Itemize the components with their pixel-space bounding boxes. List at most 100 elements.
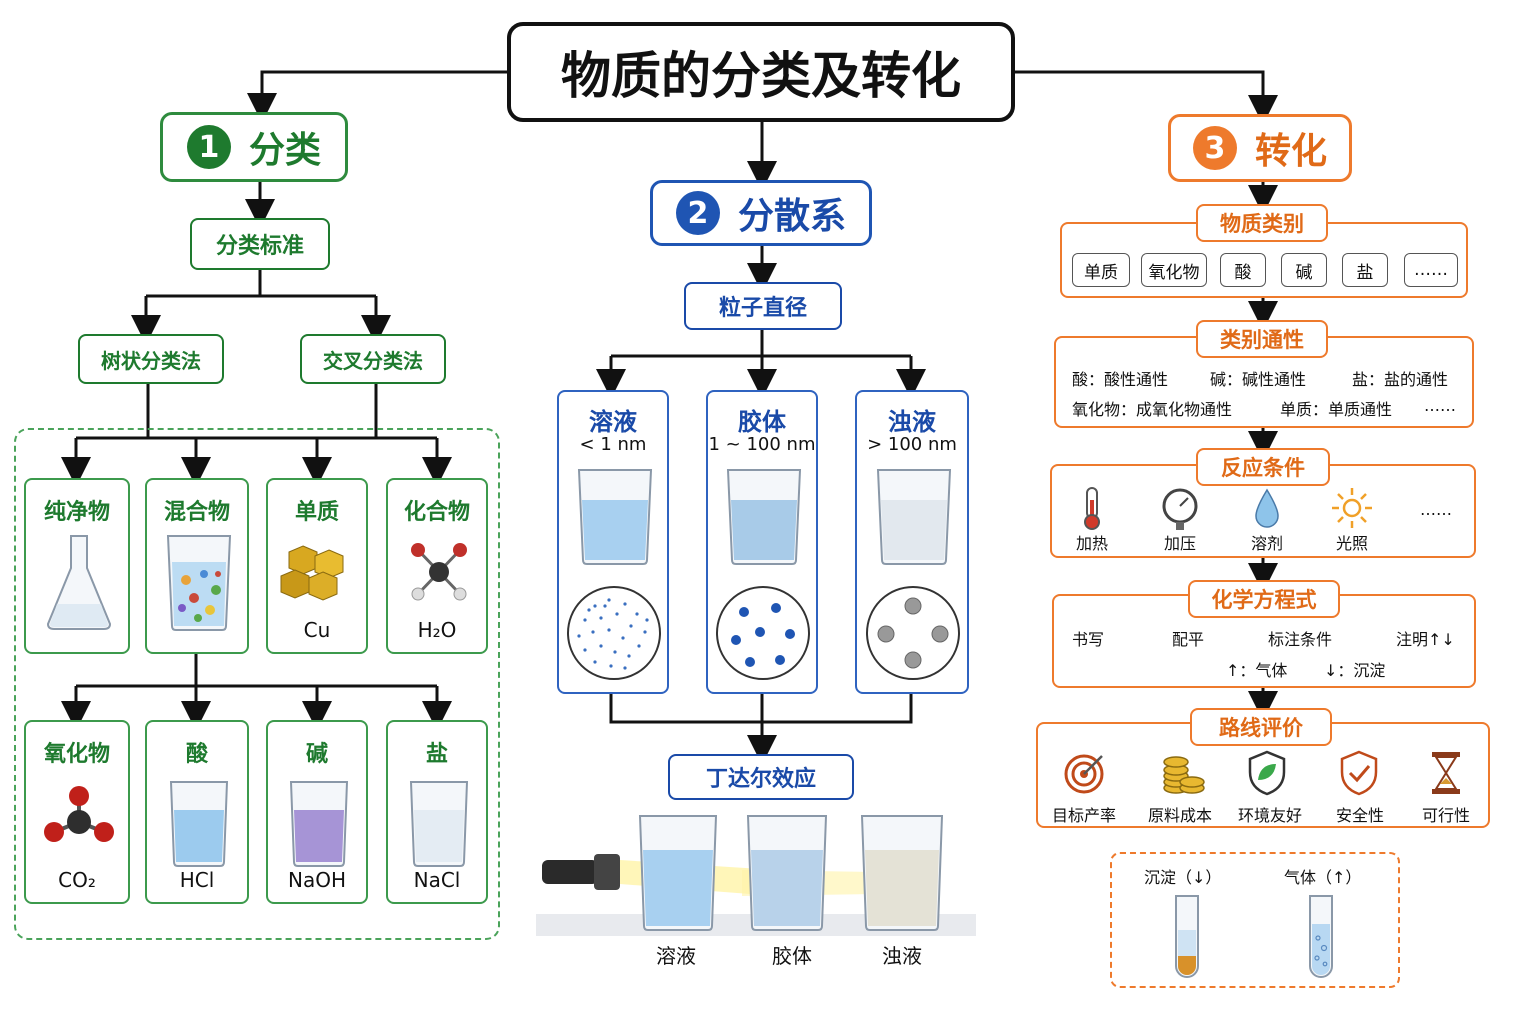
equation-step-mark: 注明↑↓ [1396, 630, 1455, 649]
card-label: 单质 [294, 500, 339, 525]
eco-shield-icon [1248, 750, 1286, 796]
conditions-tag: 反应条件 [1196, 448, 1330, 486]
commonality-salt: 盐：盐的通性 [1352, 370, 1449, 389]
condition-solvent: 溶剂 [1250, 534, 1283, 553]
particles-medium-icon [716, 586, 810, 680]
light-sun-icon [1332, 488, 1372, 528]
classify-standard: 分类标准 [190, 218, 330, 270]
page-title: 物质的分类及转化 [507, 22, 1015, 122]
card-sub: Cu [303, 618, 331, 642]
card-compound: 化合物 H₂O [386, 478, 488, 654]
card-pure: 纯净物 [24, 478, 130, 654]
equation-note-precipitate: ↓：沉淀 [1324, 661, 1386, 680]
card-label: 酸 [185, 742, 208, 767]
chip-oxide: 氧化物 [1141, 253, 1207, 287]
condition-pressure: 加压 [1163, 534, 1196, 553]
route-cost: 原料成本 [1147, 806, 1212, 825]
route-yield: 目标产率 [1051, 806, 1116, 825]
water-molecule-icon [411, 543, 467, 601]
card-label: 碱 [305, 742, 328, 767]
hourglass-icon [1432, 752, 1460, 794]
co2-molecule-icon [44, 786, 114, 842]
beaker-suspension-icon [876, 469, 952, 565]
beaker-mixture-icon [166, 535, 232, 631]
flask-icon [46, 535, 112, 630]
tube-label-precipitate: 沉淀（↓） [1144, 868, 1222, 887]
thermometer-icon [1084, 487, 1100, 530]
card-size: < 1 nm [579, 434, 647, 455]
solvent-drop-icon [1255, 488, 1279, 528]
card-sub: H₂O [417, 618, 457, 642]
section-number: 2 [675, 191, 720, 235]
section-disperse: 2 分散系 [650, 180, 872, 246]
card-acid: 酸 HCl [145, 720, 249, 904]
commonality-base: 碱：碱性通性 [1210, 370, 1307, 389]
commonality-oxide: 氧化物：成氧化物通性 [1072, 400, 1233, 419]
card-size: 1 ~ 100 nm [708, 434, 816, 455]
commonality-element: 单质：单质通性 [1280, 400, 1393, 419]
beaker-salt-icon [409, 781, 469, 867]
equation-note-gas: ↑：气体 [1226, 661, 1288, 680]
card-label: 盐 [425, 742, 448, 767]
card-size: > 100 nm [867, 434, 957, 455]
section-number: 1 [186, 125, 231, 169]
card-label: 纯净物 [43, 500, 110, 525]
tyndall-effect: 丁达尔效应 [668, 754, 854, 800]
tyndall-label-solution: 溶液 [656, 944, 696, 968]
method-tree: 树状分类法 [78, 334, 224, 384]
card-label: 胶体 [738, 408, 786, 436]
pressure-gauge-icon [1162, 488, 1198, 530]
card-suspension: 浊液 > 100 nm [855, 390, 969, 694]
beaker-solution-icon [577, 469, 653, 565]
tubes-panel [1110, 852, 1400, 988]
condition-more: …… [1420, 500, 1452, 519]
chip-element: 单质 [1072, 253, 1130, 287]
card-element: 单质 Cu [266, 478, 368, 654]
beaker-acid-icon [169, 781, 229, 867]
route-feasibility: 可行性 [1421, 806, 1470, 825]
method-cross: 交叉分类法 [300, 334, 446, 384]
tube-gas-icon [1309, 895, 1333, 978]
card-sub: NaOH [288, 868, 346, 892]
commonality-tag: 类别通性 [1196, 320, 1328, 358]
condition-heat: 加热 [1075, 534, 1108, 553]
equation-tag: 化学方程式 [1188, 580, 1340, 618]
commonality-more: …… [1424, 396, 1456, 415]
chip-base: 碱 [1281, 253, 1327, 287]
card-label: 混合物 [163, 500, 230, 525]
card-solution: 溶液 < 1 nm [557, 390, 669, 694]
card-sub: HCl [179, 868, 215, 892]
chip-acid: 酸 [1220, 253, 1266, 287]
card-salt: 盐 NaCl [386, 720, 488, 904]
section-label: 分类 [248, 130, 321, 171]
equation-step-condition: 标注条件 [1268, 630, 1333, 649]
tyndall-scene-icon [536, 815, 976, 936]
section-classify: 1 分类 [160, 112, 348, 182]
section-number: 3 [1192, 126, 1237, 170]
card-base: 碱 NaOH [266, 720, 368, 904]
card-label: 化合物 [403, 500, 470, 525]
condition-light: 光照 [1335, 534, 1368, 553]
route-safety: 安全性 [1335, 806, 1384, 825]
card-sub: NaCl [413, 868, 461, 892]
chip-more: …… [1404, 253, 1458, 287]
card-colloid: 胶体 1 ~ 100 nm [706, 390, 818, 694]
particle-diameter: 粒子直径 [684, 282, 842, 330]
route-tag: 路线评价 [1190, 708, 1332, 746]
equation-step-balance: 配平 [1172, 630, 1205, 649]
category-tag: 物质类别 [1196, 204, 1328, 242]
section-label: 转化 [1254, 131, 1327, 172]
section-transform: 3 转化 [1168, 114, 1352, 182]
card-label: 氧化物 [43, 742, 110, 767]
particles-small-icon [567, 586, 661, 680]
section-label: 分散系 [737, 196, 846, 237]
tyndall-label-suspension: 浊液 [882, 944, 922, 968]
copper-icon [280, 545, 344, 601]
beaker-base-icon [289, 781, 349, 867]
commonality-acid: 酸：酸性通性 [1072, 370, 1169, 389]
card-oxide: 氧化物 CO₂ [24, 720, 130, 904]
card-label: 溶液 [589, 408, 637, 436]
card-label: 浊液 [888, 408, 936, 436]
route-environment: 环境友好 [1237, 806, 1302, 825]
safety-shield-icon [1340, 750, 1378, 796]
